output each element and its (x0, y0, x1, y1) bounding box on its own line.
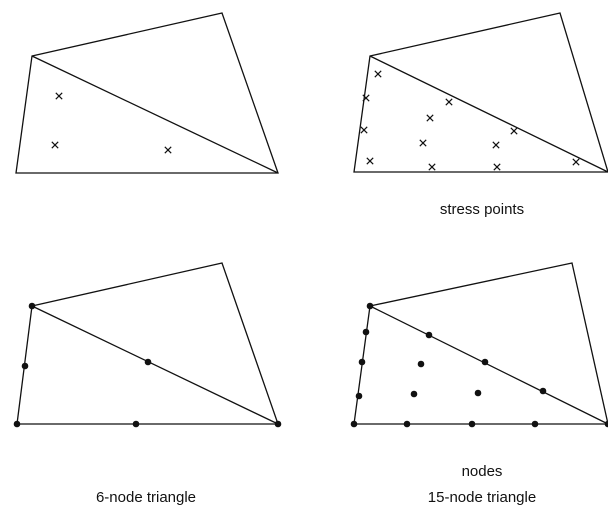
six-node-triangle-label: 6-node triangle (96, 489, 196, 506)
element-outline (15, 12, 279, 174)
fifteen-node-triangle-label: 15-node triangle (428, 489, 536, 506)
stress-point-stroke (493, 163, 501, 171)
element-outline (16, 262, 279, 425)
element-diagonal (369, 305, 608, 425)
stress-point-stroke (360, 126, 368, 134)
stress-point-marker (445, 98, 453, 106)
node-dot (403, 420, 411, 428)
stress-point-marker (419, 139, 427, 147)
node-dot (425, 331, 433, 339)
stress-point-stroke (164, 146, 172, 154)
stress-point-stroke (428, 163, 436, 171)
six-node-stress-points-panel (15, 12, 279, 174)
node-dot (362, 328, 370, 336)
stress-point-stroke (510, 127, 518, 135)
node-dot (468, 420, 476, 428)
fifteen-node-nodes-panel (350, 262, 608, 428)
stress-point-stroke (366, 157, 374, 165)
stress-point-marker (374, 70, 382, 78)
element-outline (353, 262, 608, 425)
stress-point-marker (510, 127, 518, 135)
element-diagonal (369, 55, 608, 173)
stress-point-stroke (426, 114, 434, 122)
six-node-nodes-panel (13, 262, 282, 428)
nodes-label: nodes (462, 463, 503, 480)
stress-point-marker (428, 163, 436, 171)
node-dot (274, 420, 282, 428)
stress-point-stroke (51, 141, 59, 149)
stress-point-marker (360, 126, 368, 134)
stress-point-marker (55, 92, 63, 100)
fifteen-node-stress-points-panel (353, 12, 608, 173)
stress-points-label: stress points (440, 201, 524, 218)
node-dot (28, 302, 36, 310)
stress-point-marker (164, 146, 172, 154)
node-dot (355, 392, 363, 400)
node-dot (144, 358, 152, 366)
stress-point-stroke (55, 92, 63, 100)
node-dot (13, 420, 21, 428)
stress-point-stroke (374, 70, 382, 78)
node-dot (417, 360, 425, 368)
node-dot (474, 389, 482, 397)
node-dot (481, 358, 489, 366)
stress-point-marker (362, 94, 370, 102)
stress-point-stroke (419, 139, 427, 147)
node-dot (132, 420, 140, 428)
stress-point-stroke (445, 98, 453, 106)
stress-point-marker (366, 157, 374, 165)
stress-point-stroke (362, 94, 370, 102)
stress-point-marker (426, 114, 434, 122)
node-dot (366, 302, 374, 310)
stress-point-marker (51, 141, 59, 149)
element-diagonal (31, 55, 279, 174)
node-dot (539, 387, 547, 395)
stress-point-marker (492, 141, 500, 149)
stress-point-marker (572, 158, 580, 166)
node-dot (350, 420, 358, 428)
stress-point-marker (493, 163, 501, 171)
stress-point-stroke (572, 158, 580, 166)
element-diagonal (31, 305, 279, 425)
node-dot (21, 362, 29, 370)
stress-point-stroke (492, 141, 500, 149)
node-dot (531, 420, 539, 428)
node-dot (358, 358, 366, 366)
element-outline (353, 12, 608, 173)
node-dot (604, 420, 608, 428)
node-dot (410, 390, 418, 398)
